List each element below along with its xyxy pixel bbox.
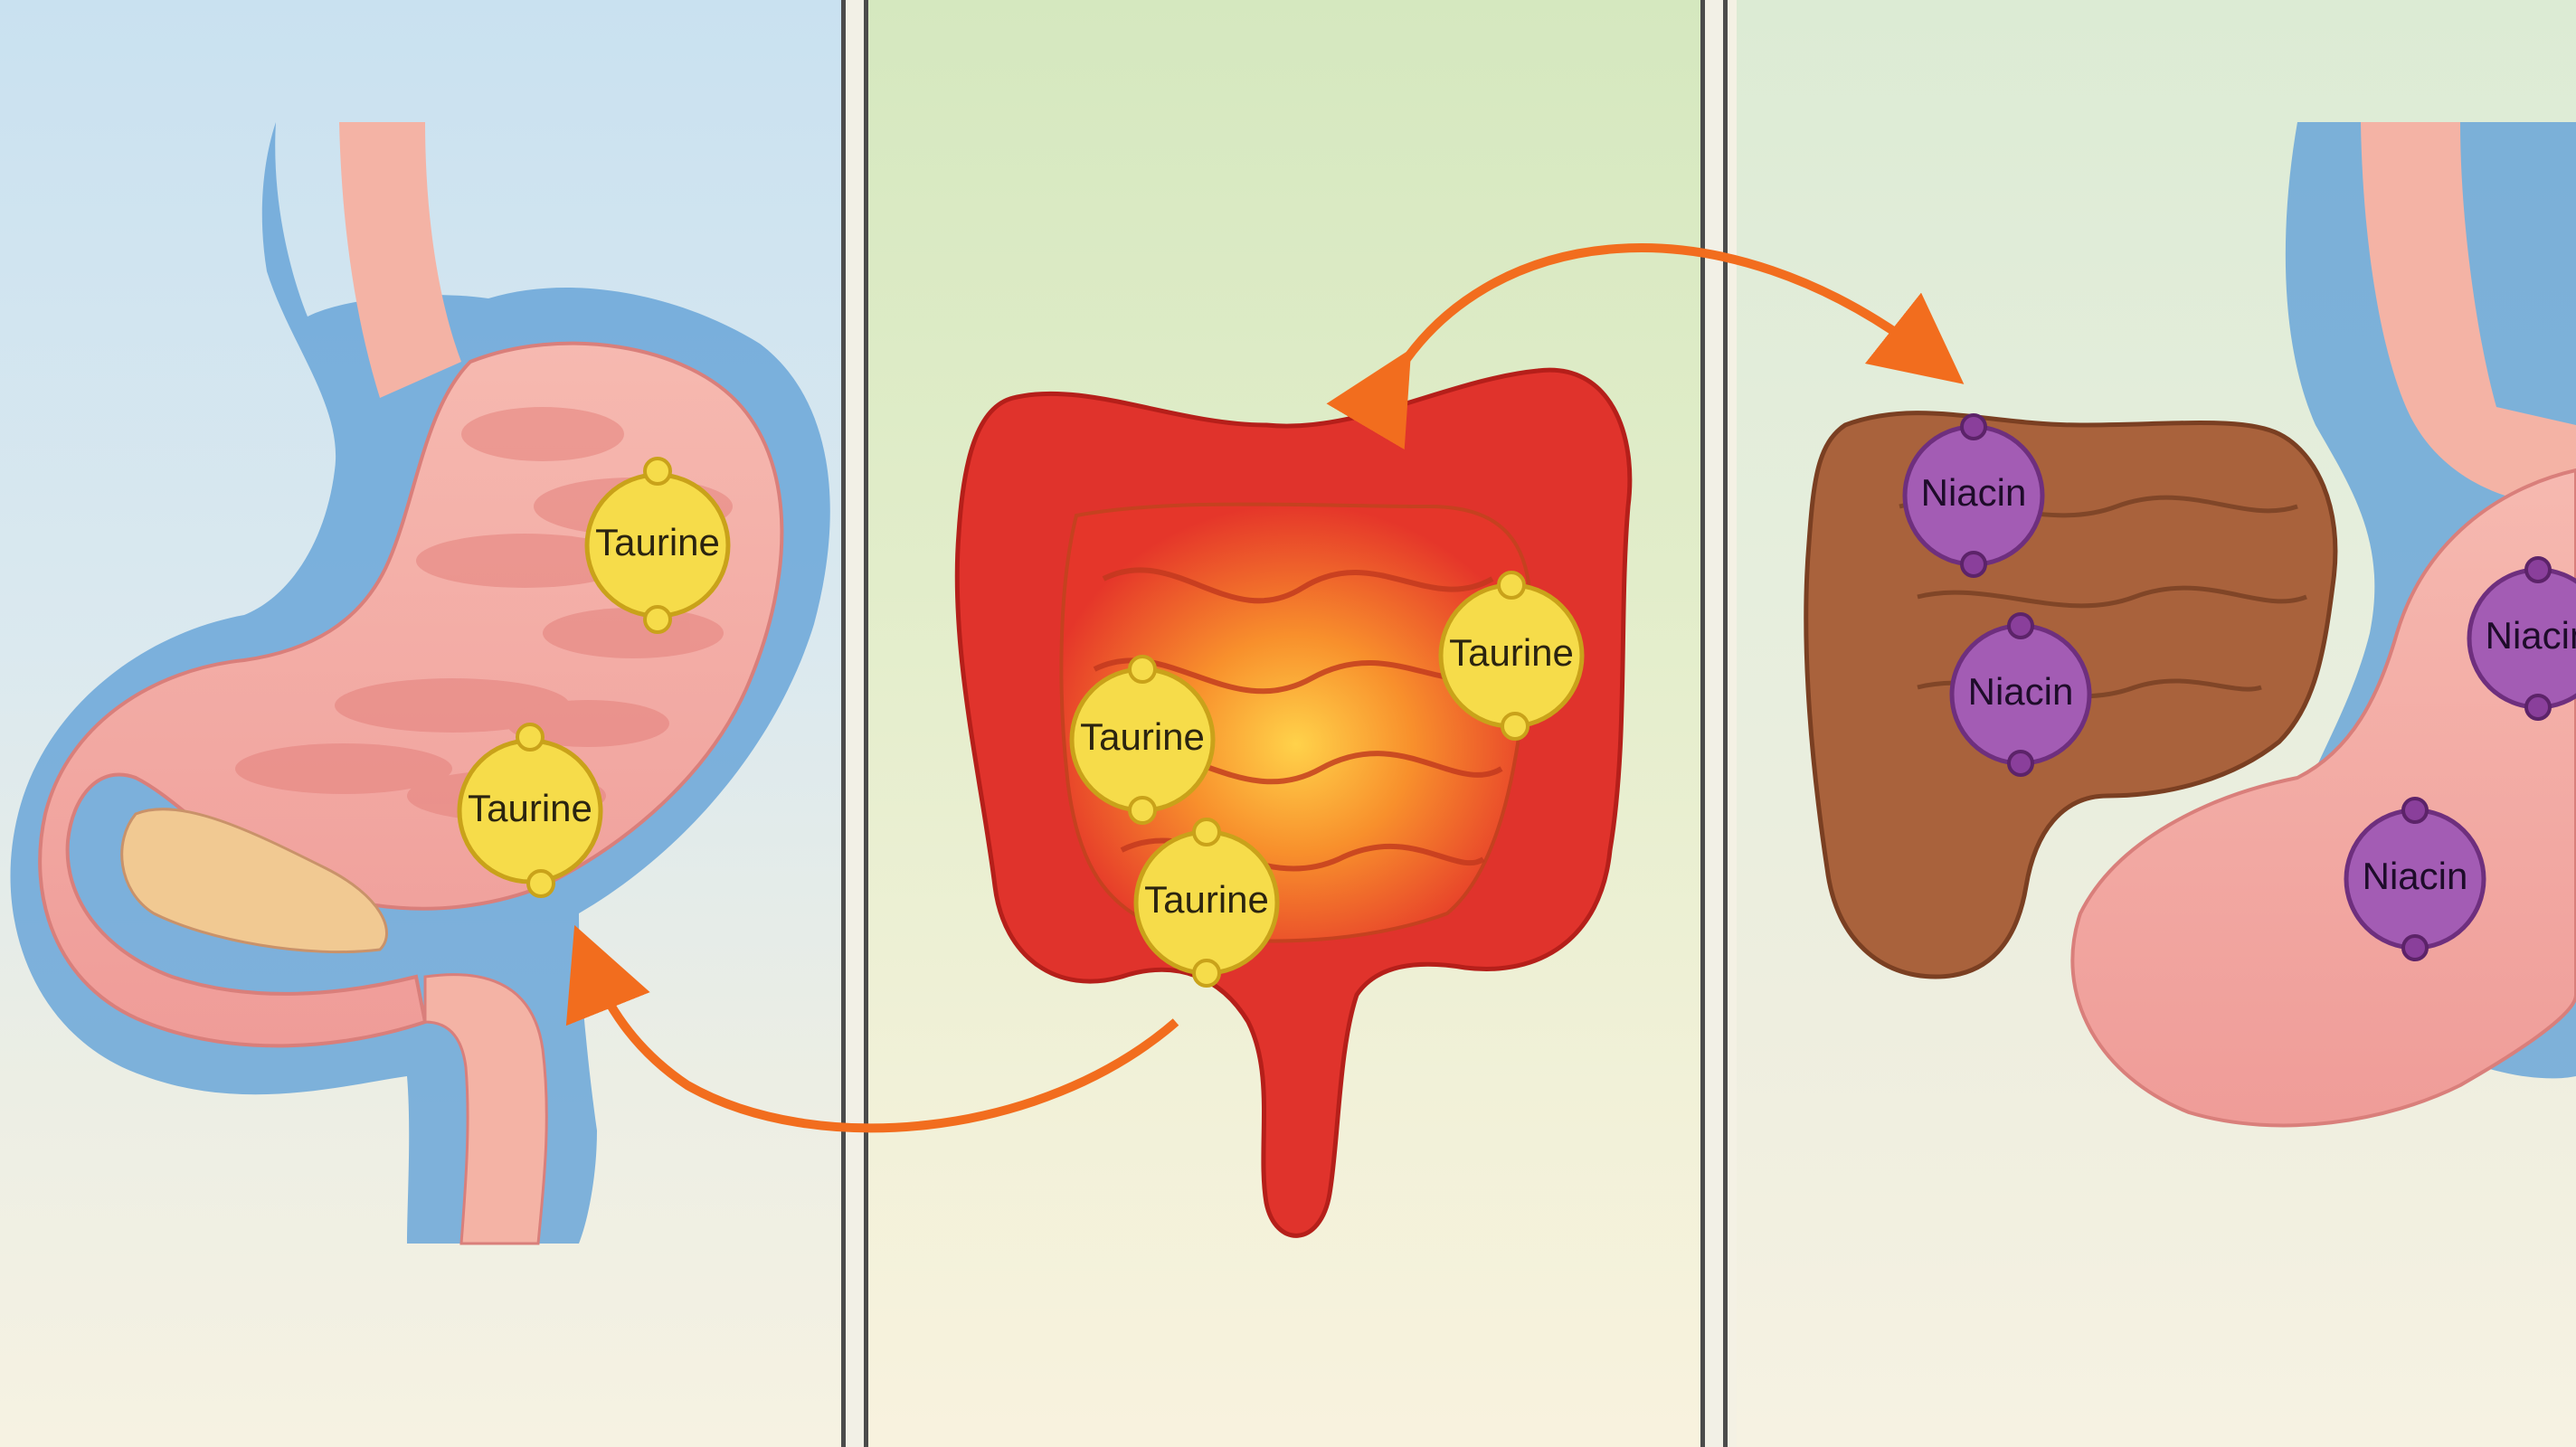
panel-divider [841, 0, 868, 1447]
panel-divider [1700, 0, 1728, 1447]
niacin-molecule: Niacin [2467, 556, 2576, 721]
niacin-molecule: Niacin [1949, 612, 2092, 777]
inflamed-intestine-illustration [954, 367, 1633, 1238]
taurine-label: Taurine [1449, 631, 1574, 674]
taurine-label: Taurine [468, 787, 592, 829]
right-stomach-body [2070, 468, 2576, 1128]
duodenum [423, 973, 548, 1245]
stomach-illustration [10, 122, 830, 1245]
arrow-mid-to-left [565, 924, 1179, 1133]
taurine-molecule: Taurine [1069, 655, 1216, 825]
taurine-label: Taurine [595, 521, 720, 563]
taurine-molecule: Taurine [1133, 818, 1280, 988]
arrow-mid-to-right [1326, 243, 1965, 450]
inflamed-small-intestine [1059, 502, 1533, 943]
taurine-molecule: Taurine [457, 723, 603, 898]
niacin-label: Niacin [2486, 614, 2576, 657]
niacin-label: Niacin [1968, 670, 2074, 713]
taurine-molecule: Taurine [584, 457, 731, 634]
pancreas [120, 808, 388, 954]
taurine-label: Taurine [1144, 878, 1269, 921]
taurine-label: Taurine [1080, 715, 1205, 758]
niacin-molecule: Niacin [2344, 797, 2486, 961]
niacin-label: Niacin [2363, 855, 2468, 897]
esophagus [339, 122, 461, 398]
niacin-label: Niacin [1921, 471, 2027, 514]
healthy-intestine-illustration [1804, 122, 2576, 1128]
taurine-molecule: Taurine [1438, 571, 1585, 741]
right-esophagus [2361, 122, 2576, 506]
niacin-molecule: Niacin [1902, 413, 2045, 578]
stomach-rugae [235, 407, 733, 821]
